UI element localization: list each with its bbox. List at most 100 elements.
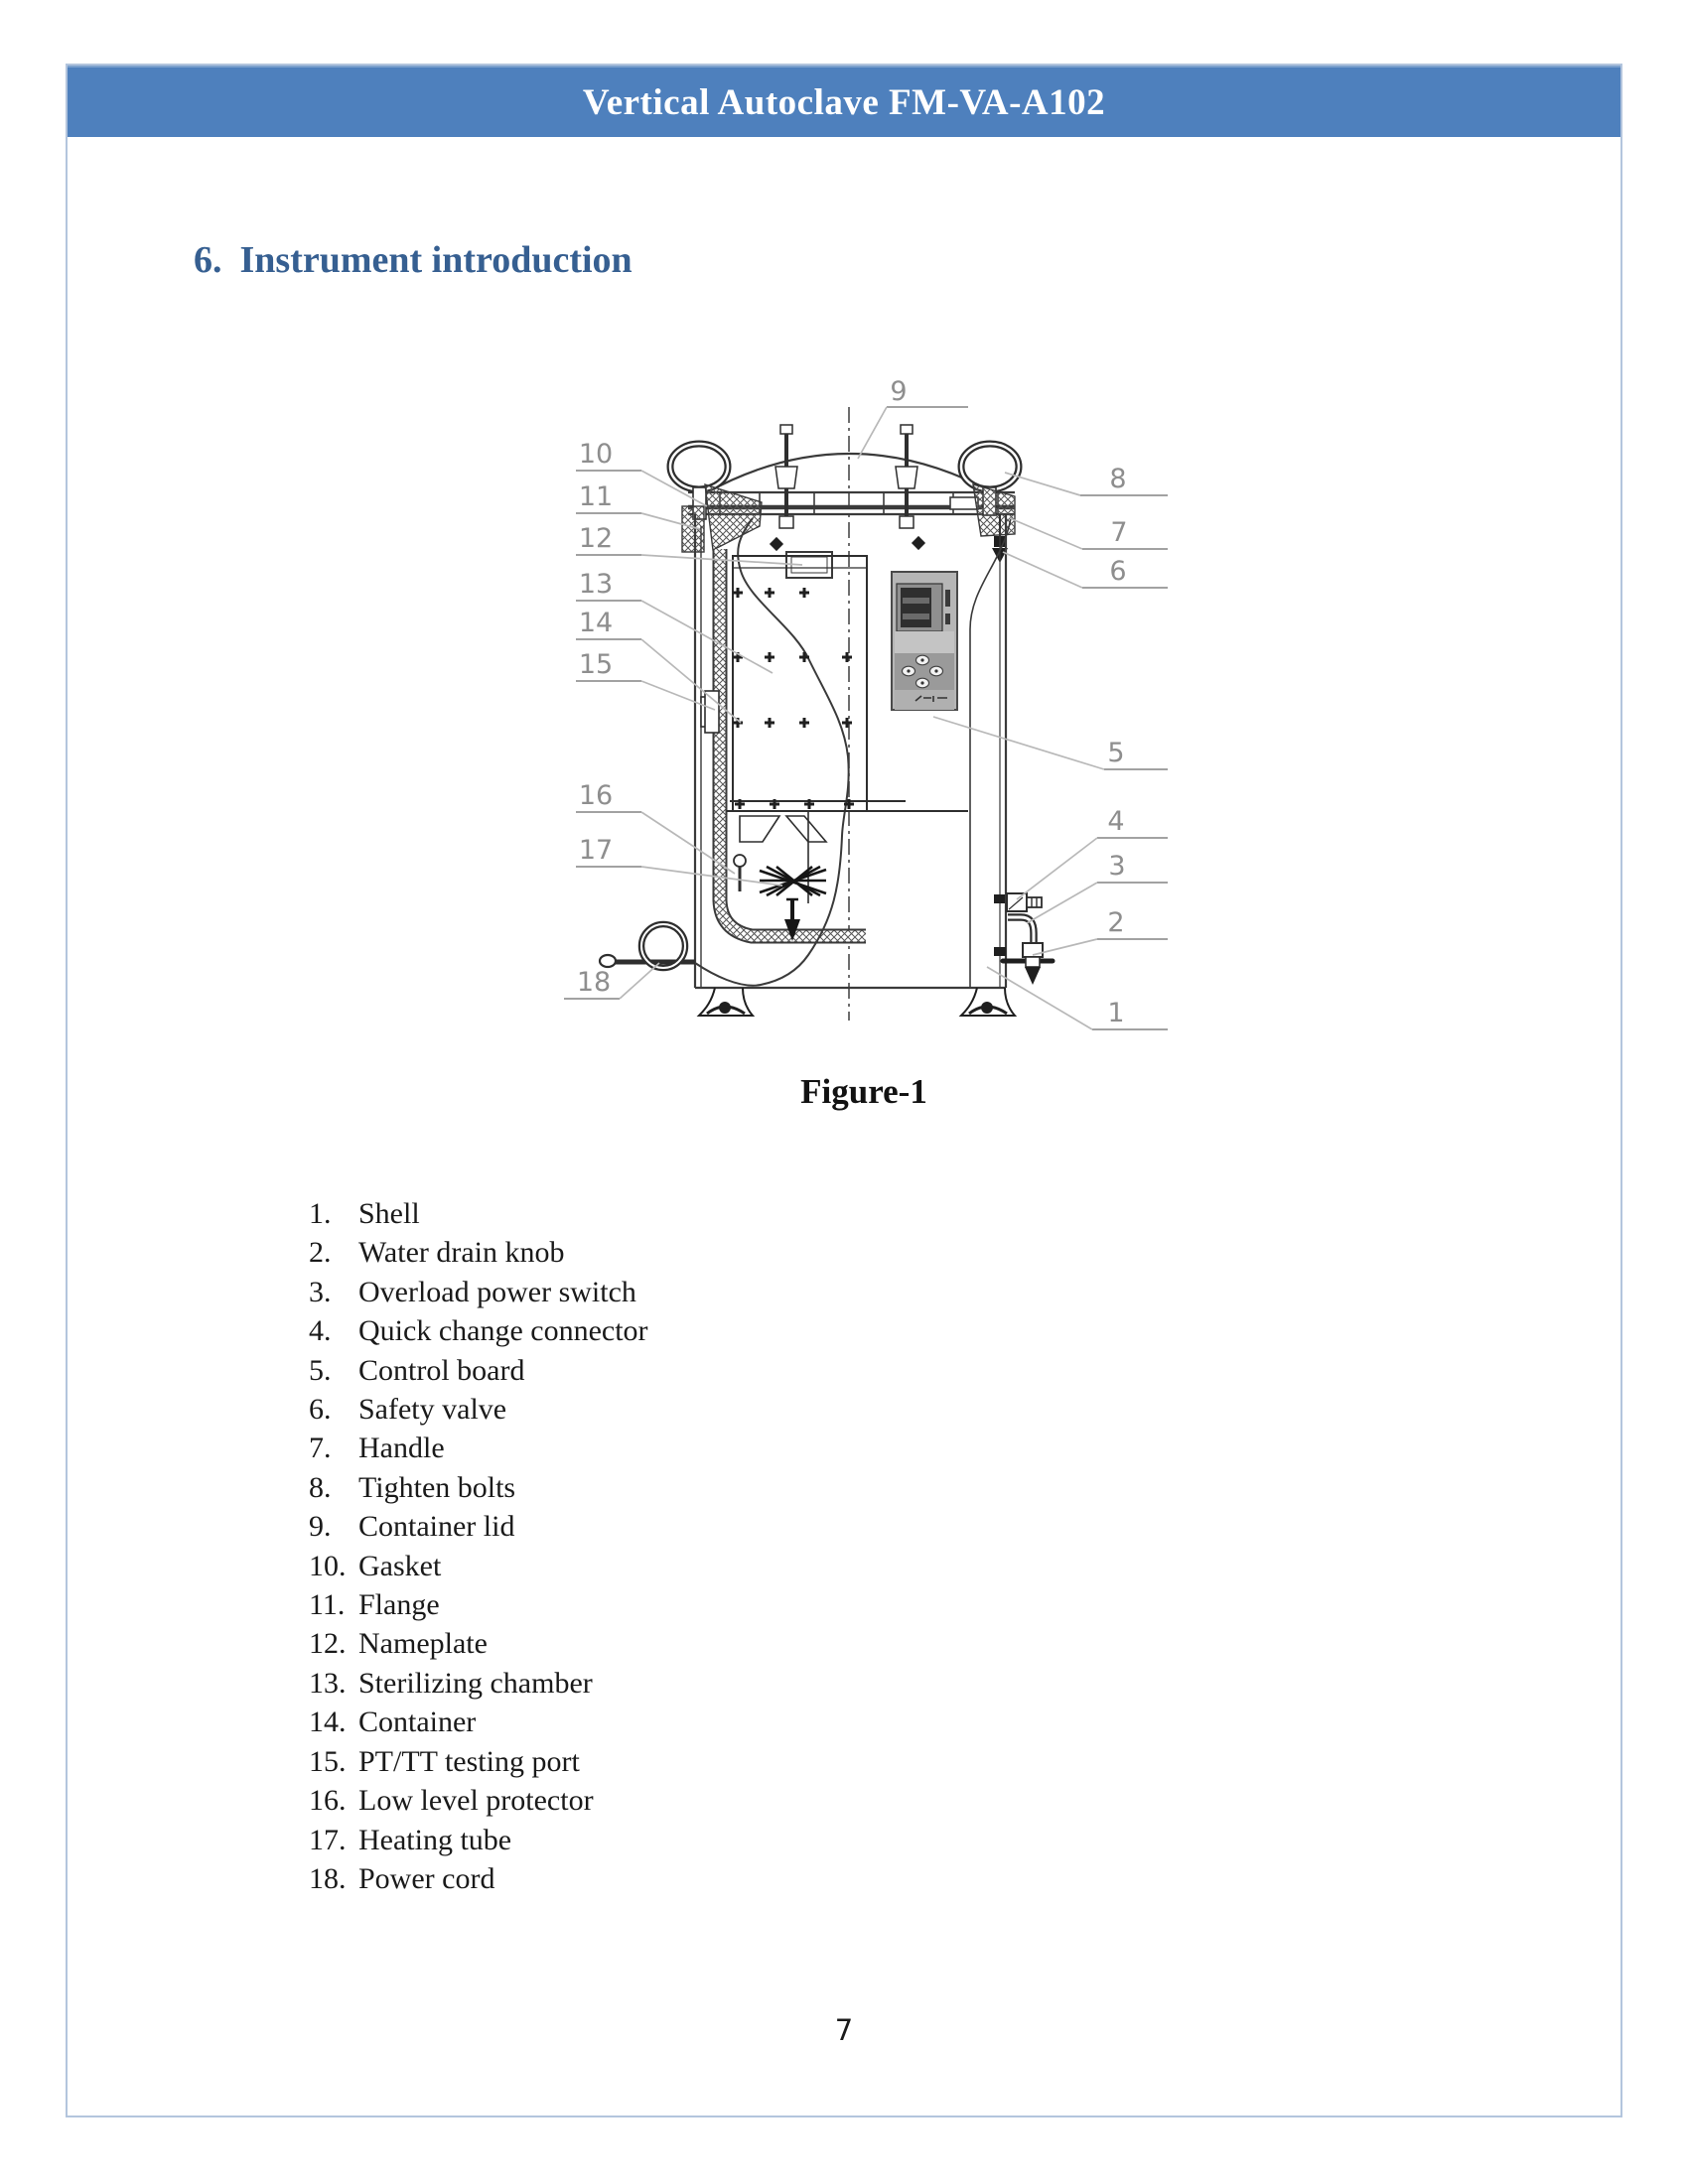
- cutaway-boundary: [694, 517, 850, 987]
- list-item-number: 14.: [309, 1706, 347, 1739]
- page-border-frame: [66, 64, 1622, 2117]
- diagram-callout-5: 5: [932, 716, 1168, 770]
- diagram-callout-13: 13: [576, 569, 774, 674]
- callout-number-3: 3: [1108, 851, 1125, 882]
- list-item-label: Low level protector: [358, 1784, 594, 1818]
- gasket-flange-clamps: [681, 483, 1016, 553]
- callout-number-6: 6: [1109, 556, 1126, 587]
- section-heading: 6. Instrument introduction: [194, 238, 633, 282]
- list-item-number: 1.: [309, 1197, 332, 1230]
- container-basket: [727, 555, 968, 903]
- callout-number-10: 10: [579, 439, 613, 470]
- list-item-label: Container lid: [358, 1510, 515, 1544]
- list-item-label: PT/TT testing port: [358, 1744, 580, 1778]
- figure-caption: Figure-1: [800, 1072, 927, 1111]
- control-board: [891, 571, 958, 711]
- display-screen: [901, 588, 931, 627]
- list-item-label: Flange: [358, 1588, 440, 1622]
- list-item: 16. Low level protector: [309, 1781, 648, 1820]
- list-item-number: 17.: [309, 1823, 347, 1856]
- list-item: 14. Container: [309, 1703, 648, 1741]
- callout-number-1: 1: [1107, 998, 1124, 1028]
- diagram-callout-2: 2: [1032, 907, 1168, 956]
- callout-number-5: 5: [1107, 738, 1124, 768]
- callout-number-12: 12: [579, 523, 613, 554]
- container-rivets: [733, 588, 854, 809]
- diagram-callout-7: 7: [1009, 517, 1168, 550]
- list-item-number: 7.: [309, 1432, 332, 1465]
- diagram-callout-14: 14: [576, 608, 742, 724]
- list-item-number: 10.: [309, 1549, 347, 1582]
- power-cord: [598, 920, 695, 972]
- diagram-callout-3: 3: [1026, 851, 1168, 924]
- list-item-number: 15.: [309, 1744, 347, 1778]
- list-item-number: 16.: [309, 1784, 347, 1818]
- list-item: 8.Tighten bolts: [309, 1468, 648, 1507]
- list-item: 11. Flange: [309, 1585, 648, 1624]
- list-item-label: Gasket: [358, 1549, 442, 1582]
- lid-rivets: [769, 535, 926, 552]
- list-item: 3.Overload power switch: [309, 1273, 648, 1311]
- list-item-label: Water drain knob: [358, 1236, 565, 1270]
- diagram-callout-6: 6: [1002, 551, 1168, 589]
- section-number: 6.: [194, 239, 222, 281]
- tighten-bolts: [774, 424, 918, 529]
- list-item: 1.Shell: [309, 1194, 648, 1233]
- callout-number-4: 4: [1107, 806, 1124, 837]
- list-item-label: Safety valve: [358, 1393, 507, 1427]
- list-item-number: 13.: [309, 1666, 347, 1700]
- list-item: 4.Quick change connector: [309, 1311, 648, 1350]
- callout-number-7: 7: [1110, 517, 1127, 548]
- list-item: 7.Handle: [309, 1429, 648, 1467]
- diagram-callout-16: 16: [576, 780, 736, 875]
- callout-number-15: 15: [579, 649, 613, 680]
- callout-number-8: 8: [1109, 464, 1126, 494]
- diagram-callout-18: 18: [564, 962, 660, 1000]
- feet: [696, 987, 1018, 1017]
- shell-body: [693, 514, 1012, 990]
- list-item-label: Overload power switch: [358, 1275, 636, 1308]
- container-lid: [706, 452, 994, 493]
- list-item: 15. PT/TT testing port: [309, 1742, 648, 1781]
- diagram-callout-11: 11: [576, 481, 701, 530]
- list-item-label: Tighten bolts: [358, 1470, 516, 1504]
- page-title: Vertical Autoclave FM-VA-A102: [582, 81, 1106, 123]
- diagram-callout-10: 10: [576, 439, 708, 507]
- list-item: 17. Heating tube: [309, 1821, 648, 1859]
- list-item-number: 12.: [309, 1627, 347, 1661]
- list-item-label: Control board: [358, 1353, 525, 1387]
- list-item-number: 11.: [309, 1588, 346, 1622]
- header-bar: Vertical Autoclave FM-VA-A102: [68, 66, 1620, 137]
- drain-valve-assembly: [994, 892, 1055, 985]
- list-item-label: Quick change connector: [358, 1314, 648, 1348]
- list-item-label: Heating tube: [358, 1823, 512, 1856]
- heating-tube-coil: [759, 865, 827, 897]
- diagram-callout-12: 12: [576, 523, 803, 566]
- list-item: 5.Control board: [309, 1351, 648, 1390]
- list-item-label: Container: [358, 1706, 477, 1739]
- page-number: 7: [834, 2013, 854, 2047]
- callout-number-17: 17: [579, 835, 613, 866]
- list-item-number: 9.: [309, 1510, 332, 1544]
- diagram-callout-17: 17: [576, 835, 783, 887]
- low-level-protector: [733, 854, 747, 891]
- drain-arrow: [784, 897, 800, 941]
- list-item-label: Sterilizing chamber: [358, 1666, 593, 1700]
- diagram-callout-1: 1: [986, 966, 1168, 1030]
- callout-number-18: 18: [577, 967, 611, 998]
- list-item: 12.Nameplate: [309, 1624, 648, 1663]
- list-item: 9. Container lid: [309, 1507, 648, 1546]
- callout-number-13: 13: [579, 569, 613, 600]
- list-item-number: 6.: [309, 1393, 332, 1427]
- list-item: 10. Gasket: [309, 1547, 648, 1585]
- section-title: Instrument introduction: [239, 239, 633, 281]
- callout-number-2: 2: [1107, 907, 1124, 938]
- diagram-callout-9: 9: [857, 376, 968, 460]
- list-item-number: 2.: [309, 1236, 332, 1270]
- callout-number-16: 16: [579, 780, 613, 811]
- callout-number-9: 9: [890, 376, 907, 407]
